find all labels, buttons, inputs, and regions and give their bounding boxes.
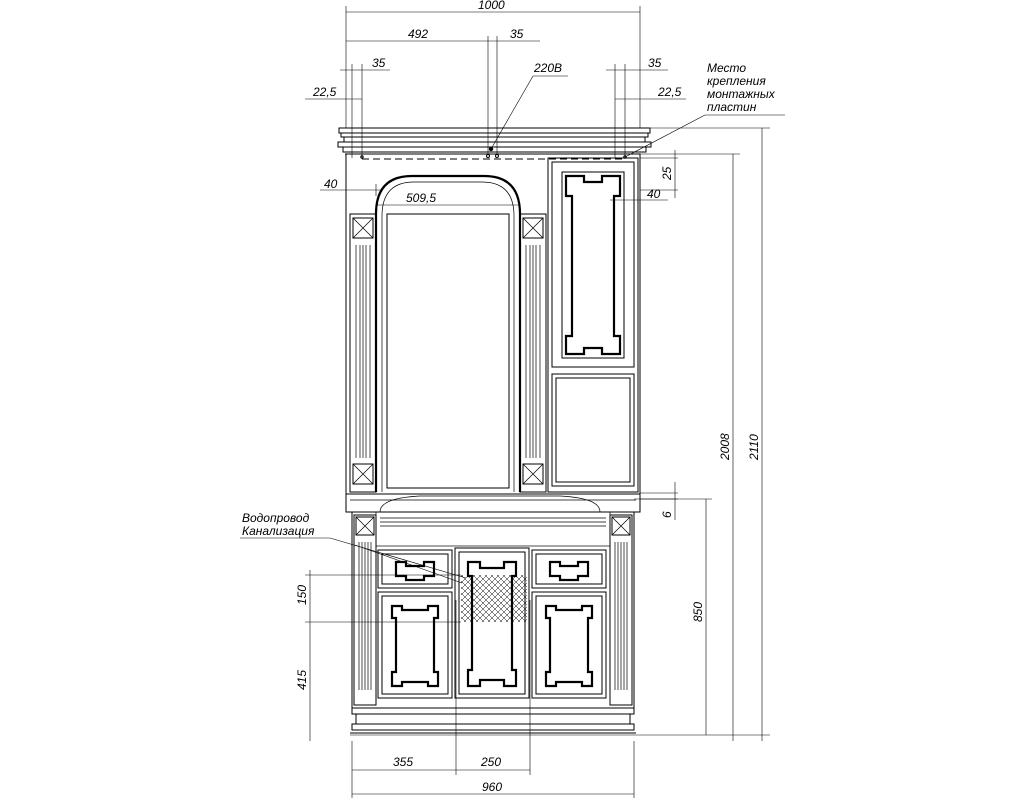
dim-pipe-150: 150 (295, 585, 309, 605)
dim-mirror-offset: 492 (408, 27, 428, 41)
callout-labels: 220В Место крепления монтажных пластин В… (242, 61, 776, 538)
dim-pipe-415: 415 (295, 670, 309, 690)
center-door (454, 547, 530, 699)
mirror (386, 213, 510, 489)
cornice (337, 127, 652, 160)
mount-label-4: пластин (707, 100, 757, 114)
plumbing-label-1: Водопровод (242, 511, 310, 525)
dim-right-25: 25 (660, 166, 674, 181)
dim-gap-6: 6 (660, 511, 674, 518)
dim-overall-width: 1000 (478, 0, 505, 12)
mount-label-2: крепления (707, 74, 766, 88)
mirror-arch (374, 174, 522, 492)
dim-right-40: 40 (647, 187, 661, 201)
countertop (345, 493, 641, 513)
dim-socket-offset: 35 (510, 27, 524, 41)
dim-bottom-250: 250 (480, 755, 501, 769)
mount-label-3: монтажных (707, 87, 776, 101)
mount-label-1: Место (707, 61, 746, 75)
dim-height-top: 2008 (718, 433, 732, 461)
dim-left-22-5: 22,5 (312, 85, 337, 99)
side-cabinet (547, 157, 639, 493)
dimension-lines (240, 6, 785, 798)
left-door (377, 591, 453, 699)
dimension-labels: 1000 492 35 35 22,5 35 22,5 40 509,5 40 … (295, 0, 761, 794)
plumbing-label-2: Канализация (242, 524, 315, 538)
base-cabinet (350, 511, 636, 734)
left-drawer (377, 549, 453, 589)
dim-right-22-5: 22,5 (657, 85, 682, 99)
dim-base-width: 960 (482, 780, 502, 794)
dim-height-base: 850 (691, 602, 705, 622)
mirror-cabinet (345, 153, 641, 495)
dim-mirror-width: 509,5 (406, 191, 436, 205)
dim-height-total: 2110 (747, 434, 761, 461)
dim-left-40: 40 (324, 177, 338, 191)
dim-right-35: 35 (648, 56, 662, 70)
socket-label: 220В (533, 61, 562, 75)
dim-bottom-355: 355 (393, 755, 413, 769)
right-drawer (531, 549, 607, 589)
dim-left-35: 35 (372, 56, 386, 70)
right-door (531, 591, 607, 699)
